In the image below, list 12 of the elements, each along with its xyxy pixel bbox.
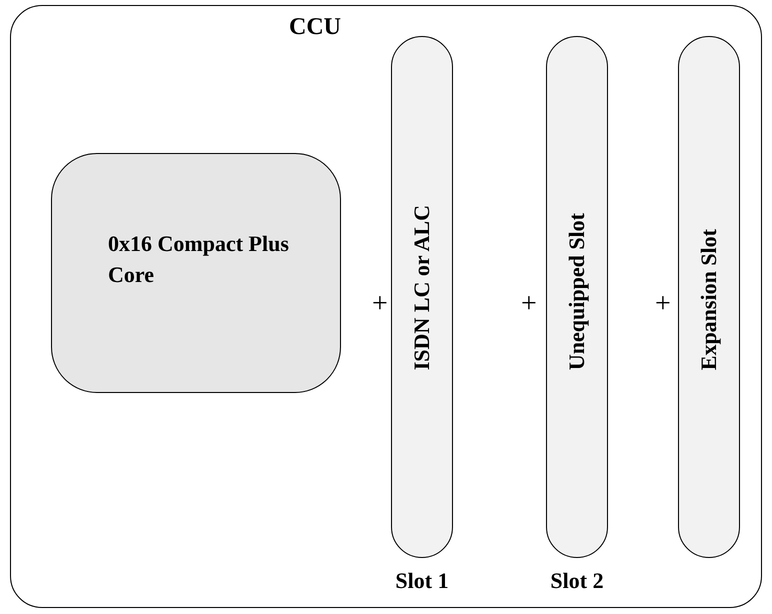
slot-caption: Slot 1: [395, 568, 449, 594]
plus-sign: +: [521, 290, 537, 318]
slot-label: Unequipped Slot: [564, 212, 590, 370]
core-box: [51, 153, 341, 393]
plus-sign: +: [655, 290, 671, 318]
slot-label: ISDN LC or ALC: [409, 204, 435, 370]
slot-label: Expansion Slot: [696, 228, 722, 370]
slot-caption: Slot 2: [550, 568, 604, 594]
unit-frame: [10, 5, 762, 608]
core-label: 0x16 Compact Plus Core: [108, 230, 290, 289]
frame-title: CCU: [289, 14, 341, 41]
plus-sign: +: [372, 290, 388, 318]
